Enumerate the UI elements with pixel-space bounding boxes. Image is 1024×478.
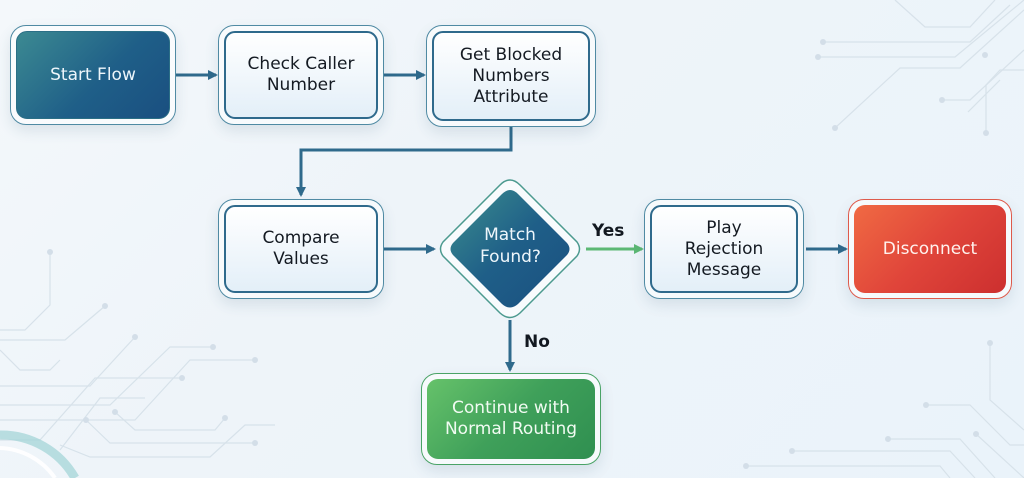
- edge-label-no: No: [524, 332, 550, 352]
- node-play-rejection-message: Play Rejection Message: [644, 199, 804, 299]
- edge-get-blocked-to-compare: [296, 127, 513, 197]
- node-match-found-decision: [439, 179, 581, 319]
- node-start-flow: Start Flow: [10, 25, 176, 125]
- node-get-blocked-numbers: Get Blocked Numbers Attribute: [426, 25, 596, 127]
- node-play-rejection-message-label: Play Rejection Message: [650, 205, 798, 293]
- node-match-found-label: Match Found?: [480, 225, 541, 267]
- node-continue-normal-routing-label: Continue with Normal Routing: [427, 379, 595, 459]
- node-continue-normal-routing: Continue with Normal Routing: [421, 373, 601, 465]
- node-disconnect-label: Disconnect: [854, 205, 1006, 293]
- node-check-caller-number-label: Check Caller Number: [224, 31, 378, 119]
- node-compare-values-label: Compare Values: [224, 205, 378, 293]
- node-disconnect: Disconnect: [848, 199, 1012, 299]
- node-get-blocked-numbers-label: Get Blocked Numbers Attribute: [432, 31, 590, 121]
- node-compare-values: Compare Values: [218, 199, 384, 299]
- node-start-flow-label: Start Flow: [16, 31, 170, 119]
- node-check-caller-number: Check Caller Number: [218, 25, 384, 125]
- edge-label-yes: Yes: [592, 221, 625, 241]
